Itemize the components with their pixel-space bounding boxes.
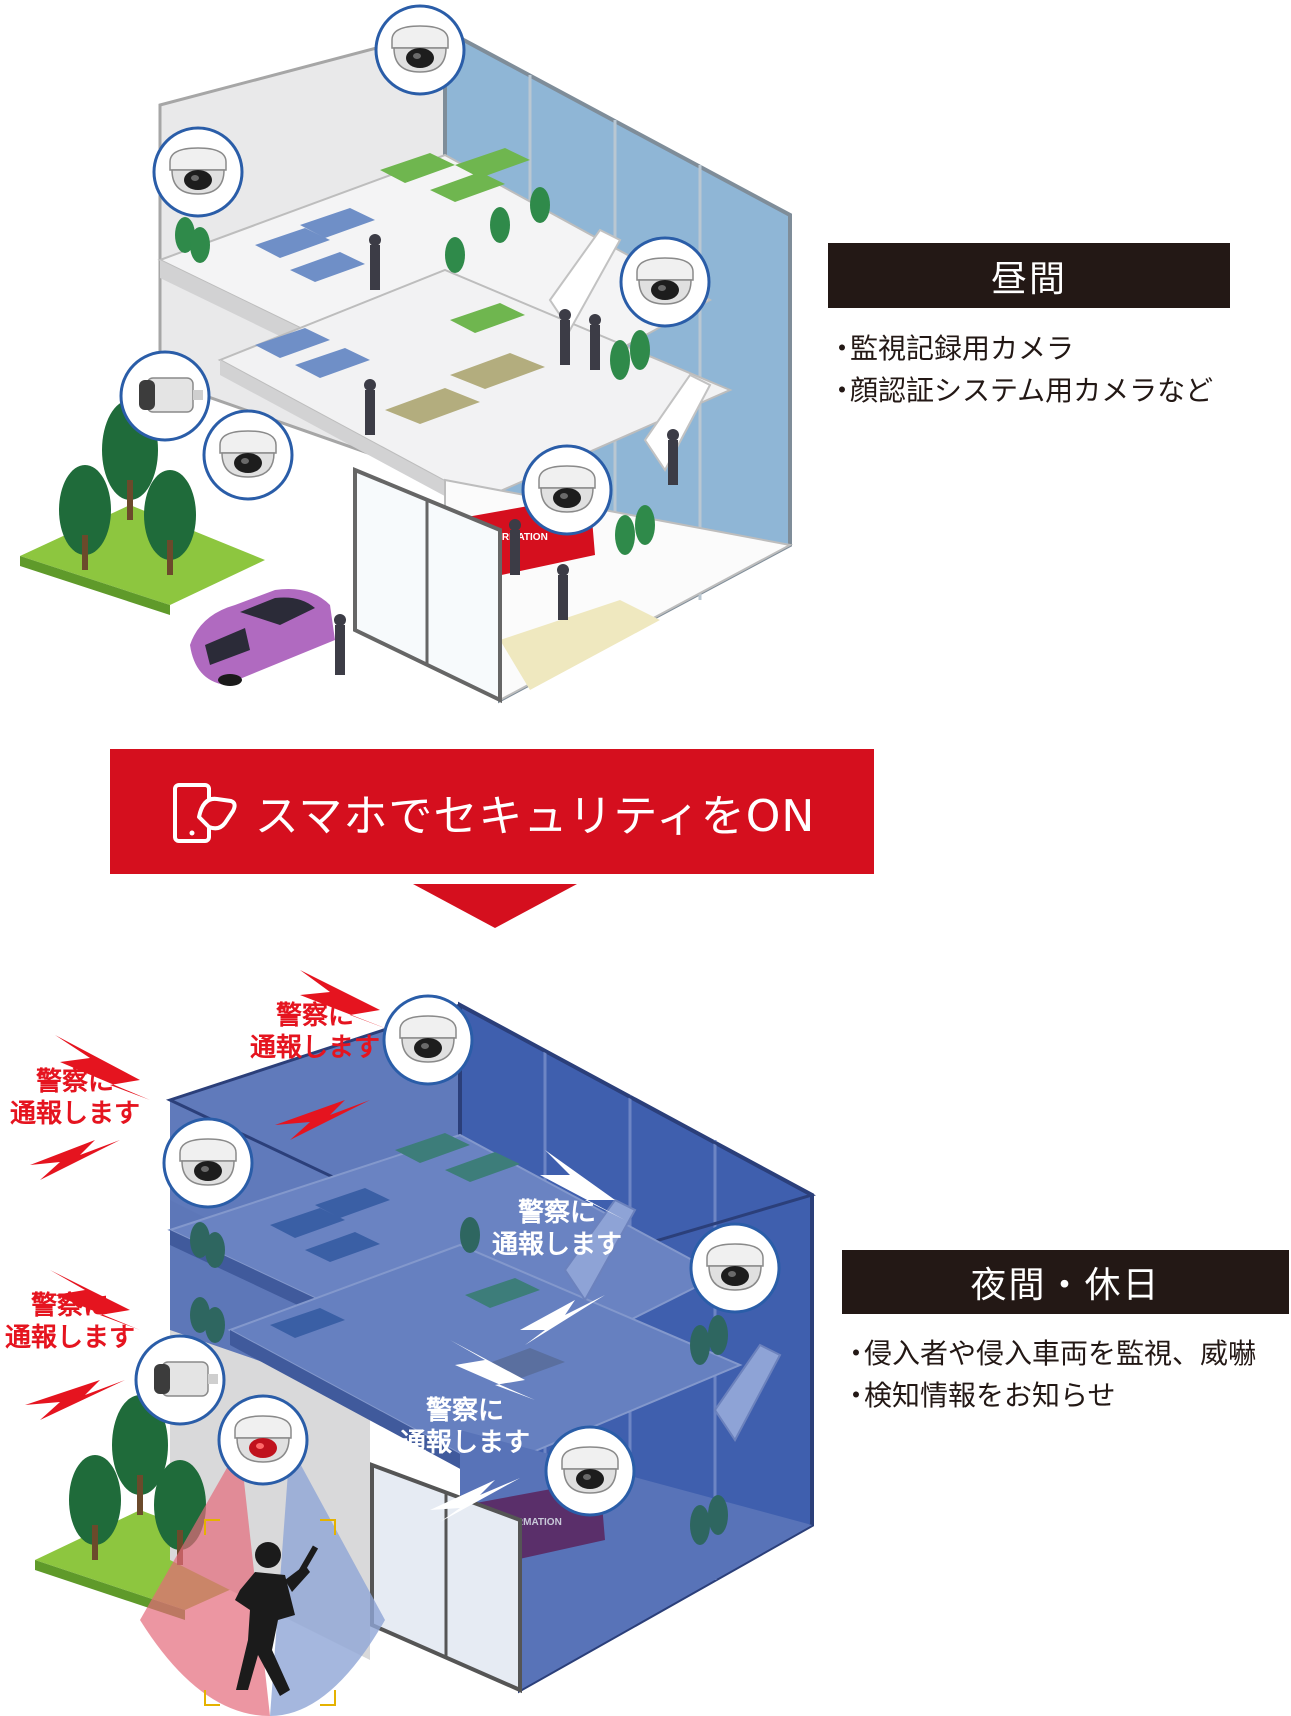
night-info-sign: INFORMATION [492,1517,562,1528]
day-bullet: 監視記録用カメラ [828,328,1213,370]
intruder-icon [235,1542,319,1696]
day-bullet: 顔認証システム用カメラなど [828,370,1213,412]
night-bullet: 侵入者や侵入車両を監視、威嚇 [842,1333,1256,1375]
night-bullets: 侵入者や侵入車両を監視、威嚇 検知情報をお知らせ [842,1333,1256,1417]
day-bullets: 監視記録用カメラ 顔認証システム用カメラなど [828,328,1213,412]
lightning-icon [430,1150,625,1522]
car-icon [190,589,335,686]
detection-cone [140,1445,270,1716]
security-on-banner: スマホでセキュリティをON [110,749,874,874]
smartphone-tap-icon [172,782,237,843]
police-alert: 警察に 通報します [400,1396,531,1458]
police-alert: 警察に 通報します [10,1067,141,1129]
detection-frame [204,1519,336,1706]
lightning-icon [25,970,390,1420]
dome-camera-icon [544,1425,636,1517]
alarm-camera-icon [217,1394,309,1486]
night-bullet: 検知情報をお知らせ [842,1375,1256,1417]
dome-camera-icon [689,1222,781,1314]
police-alert: 警察に 通報します [492,1198,623,1260]
dome-camera-icon [382,994,474,1086]
tree-icon [69,1217,728,1565]
banner-text: スマホでセキュリティをON [254,790,816,842]
bullet-camera-icon [134,1334,226,1426]
night-label: 夜間・休日 [842,1250,1289,1314]
dome-camera-icon [162,1117,254,1209]
day-label: 昼間 [828,243,1230,308]
police-alert: 警察に 通報します [250,1001,381,1063]
police-alert: 警察に 通報します [5,1291,136,1353]
down-arrow-icon [413,884,577,928]
